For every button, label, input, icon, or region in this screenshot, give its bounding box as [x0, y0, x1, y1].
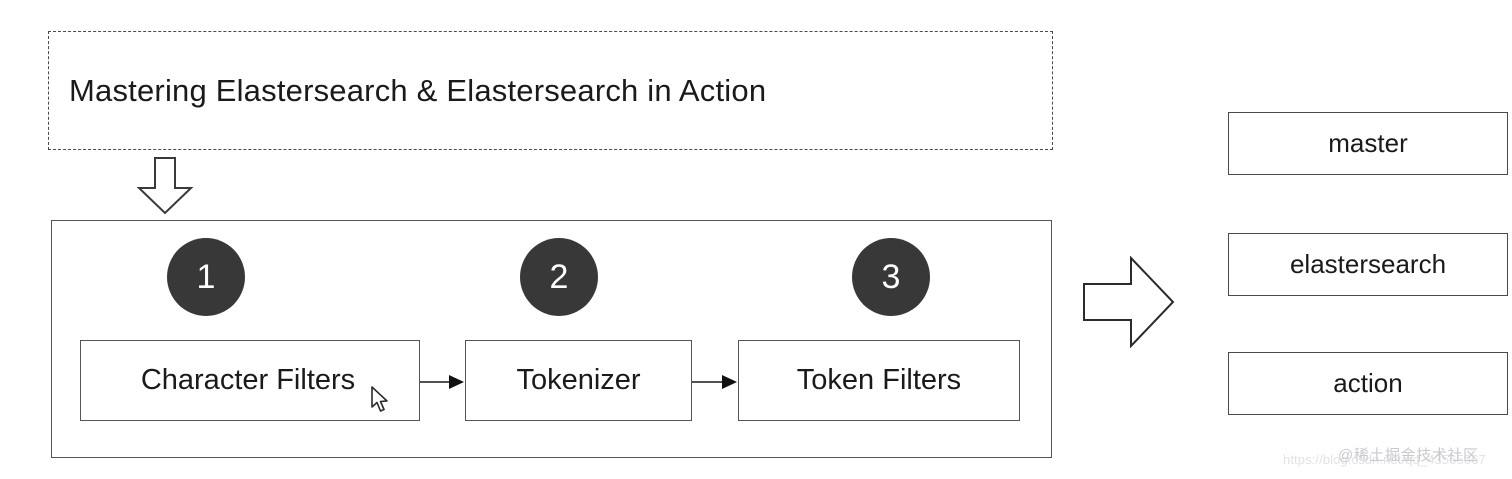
- watermark-url: https://blog.csdn.net/qq_43565067: [1283, 452, 1486, 467]
- step-number-3: 3: [881, 258, 901, 296]
- arrow-down-block-icon: [134, 157, 196, 215]
- stage-label-token-filters: Token Filters: [796, 364, 962, 396]
- input-text-label: Mastering Elastersearch & Elastersearch …: [69, 72, 767, 108]
- token-box-action: action: [1228, 352, 1508, 415]
- stage-box-token-filters: Token Filters: [738, 340, 1020, 421]
- step-number-2: 2: [549, 258, 569, 296]
- arrow-right-block-icon: [1083, 255, 1175, 349]
- token-label-action: action: [1333, 368, 1403, 398]
- token-label-master: master: [1328, 128, 1408, 158]
- token-box-master: master: [1228, 112, 1508, 175]
- stage-label-tokenizer: Tokenizer: [516, 364, 641, 396]
- step-circle-2: 2: [520, 238, 598, 316]
- token-label-elastersearch: elastersearch: [1289, 249, 1447, 279]
- stage-box-character-filters: Character Filters: [80, 340, 420, 421]
- stage-box-tokenizer: Tokenizer: [465, 340, 692, 421]
- step-circle-1: 1: [167, 238, 245, 316]
- step-circle-3: 3: [852, 238, 930, 316]
- connector-arrow-2-icon: [692, 374, 738, 390]
- connector-arrow-1-icon: [420, 374, 465, 390]
- watermark-brand: @稀土掘金技术社区: [1338, 447, 1479, 464]
- step-number-1: 1: [196, 258, 216, 296]
- input-text-box: Mastering Elastersearch & Elastersearch …: [48, 31, 1053, 150]
- token-box-elastersearch: elastersearch: [1228, 233, 1508, 296]
- stage-label-character-filters: Character Filters: [140, 364, 356, 396]
